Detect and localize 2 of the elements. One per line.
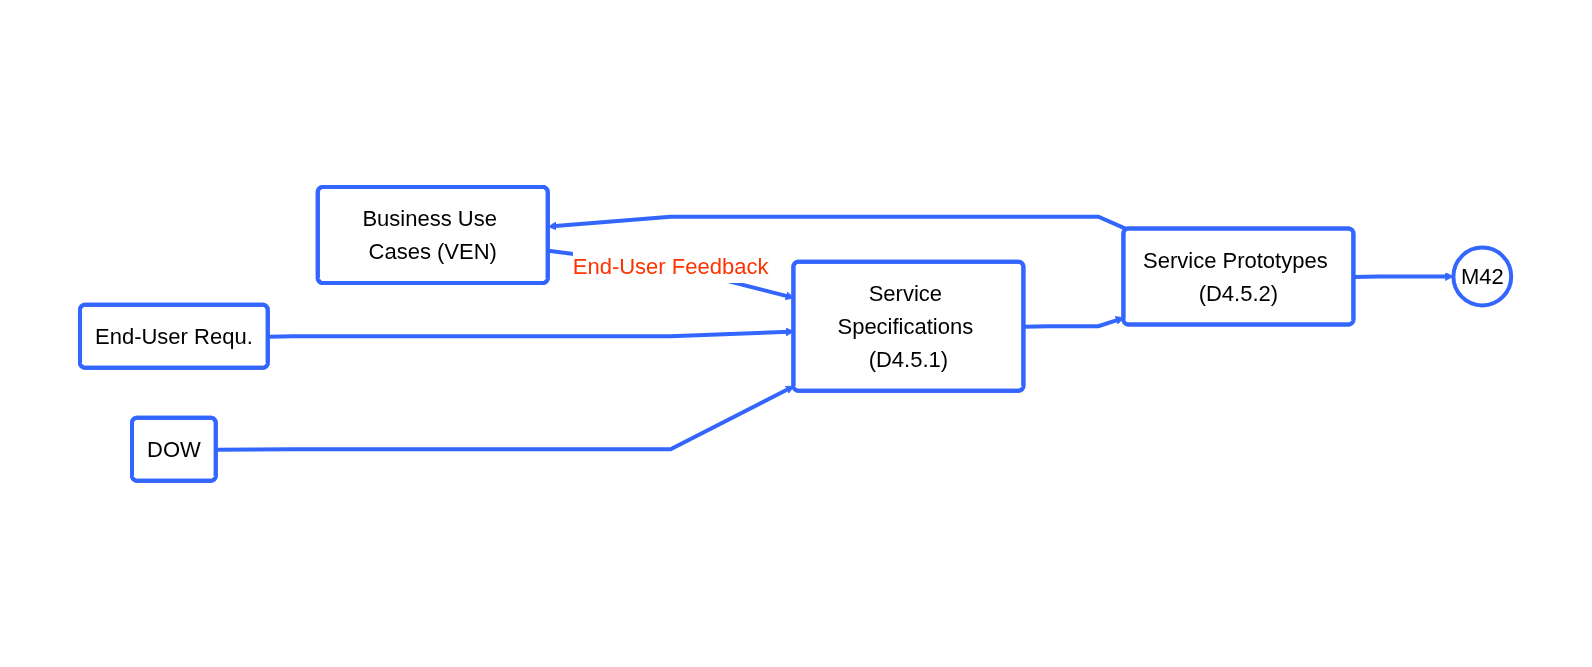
node-circle: M42 — [1451, 245, 1514, 307]
edge-label: End-User Feedback — [573, 253, 769, 279]
